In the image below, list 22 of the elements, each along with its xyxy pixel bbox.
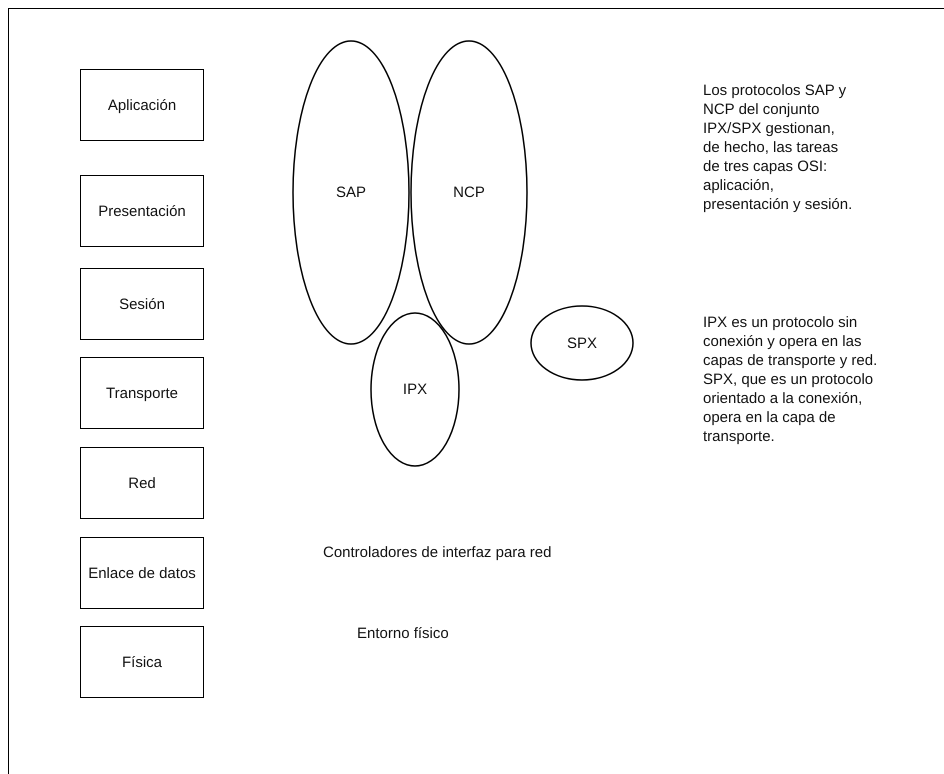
protocol-name: SAP <box>336 184 366 201</box>
layer-name: Física <box>122 654 162 670</box>
layer-name: Enlace de datos <box>88 564 196 582</box>
layer-name: Red <box>128 474 156 492</box>
layer-box <box>80 537 204 609</box>
protocol-name: IPX <box>402 381 428 398</box>
layer-name: Transporte <box>106 384 178 402</box>
note-text: IPX es un protocolo sin conexión y opera en las capas de transporte y red. SPX, que es un protocolo orientado a la conexión, opera en la capa de transporte. <box>703 313 878 446</box>
layer-caption: Controladores de interfaz para red <box>323 543 552 562</box>
protocol-name: NCP <box>453 184 485 201</box>
layer-box <box>80 626 204 698</box>
layer-caption: Entorno físico <box>357 624 450 643</box>
layer-box <box>80 447 204 519</box>
layer-name: Sesión <box>119 296 165 312</box>
layer-box <box>80 175 204 247</box>
note-text: Los protocolos SAP y NCP del conjunto IPX/SPX gestionan, de hecho, las tareas de tres capas OSI: aplicación, presentación y sesión. <box>703 81 854 214</box>
layer-box <box>80 268 204 340</box>
layer-box <box>80 357 204 429</box>
layer-box <box>80 69 204 141</box>
layer-name: Aplicación <box>108 96 176 114</box>
layer-name: Presentación <box>98 202 186 220</box>
protocol-name: SPX <box>566 334 597 352</box>
